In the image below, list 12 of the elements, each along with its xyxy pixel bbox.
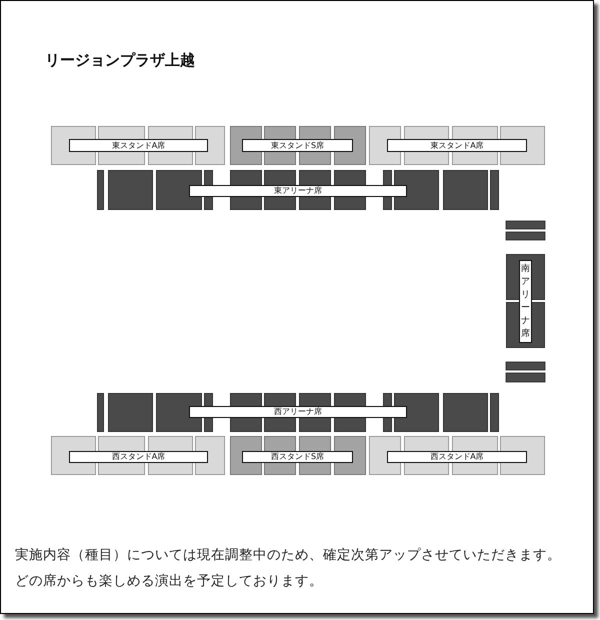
note-text: どの席からも楽しめる演出を予定しております。	[15, 572, 323, 590]
section-label: 西スタンドS席	[242, 451, 353, 463]
note-text: 実施内容（種目）については現在調整中のため、確定次第アップさせていただきます。	[15, 546, 561, 564]
section-label: 南アリーナ席	[519, 260, 532, 343]
section-label: 東スタンドA席	[387, 139, 527, 152]
section-label: 西スタンドA席	[387, 451, 527, 463]
section-label: 西スタンドA席	[69, 451, 208, 463]
section-label: 東アリーナ席	[189, 185, 407, 197]
title: リージョンプラザ上越	[45, 51, 195, 70]
section-label: 東スタンドA席	[69, 139, 208, 152]
section-label: 西アリーナ席	[189, 406, 407, 418]
section-label: 東スタンドS席	[242, 139, 353, 152]
